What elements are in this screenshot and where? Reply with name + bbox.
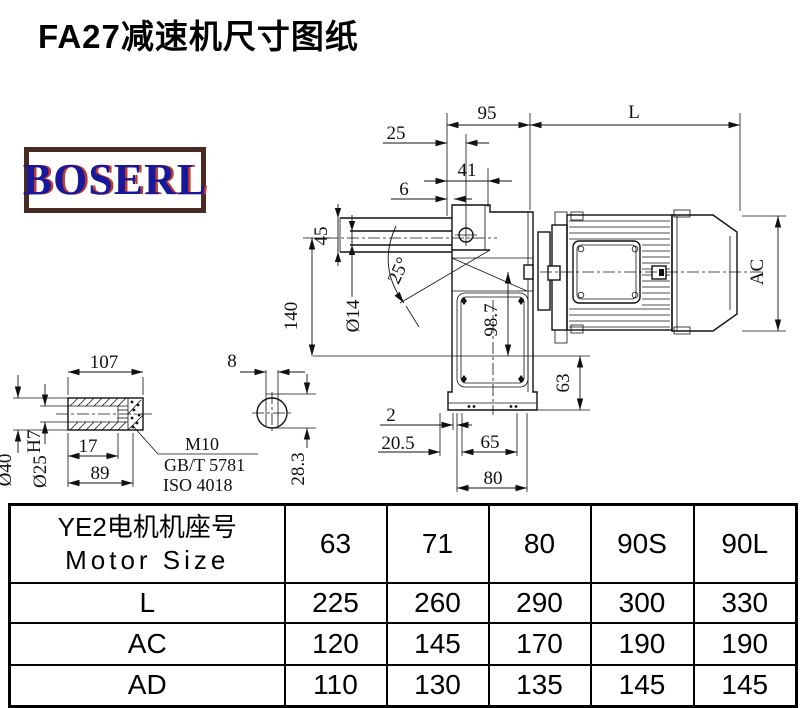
- dim-h7-tolerance: H7: [24, 430, 45, 453]
- boserl-logo: BOSERL: [22, 147, 208, 213]
- dim-28-3: 28.3: [288, 452, 309, 485]
- cell-L-90l: 330: [692, 581, 798, 624]
- dim-140: 140: [281, 302, 302, 331]
- dim-95: 95: [478, 103, 497, 124]
- bore-keyway-detail: 8 28.3: [227, 351, 316, 486]
- header-size-63: 63: [283, 503, 388, 584]
- cell-AD-63: 110: [283, 663, 388, 708]
- dim-dia14: Ø14: [343, 299, 364, 332]
- torque-arm-pin: [326, 217, 497, 253]
- dim-dia25h7: Ø25 H7: [24, 430, 51, 488]
- note-iso-4018: ISO 4018: [163, 475, 233, 495]
- note-gbt-5781: GB/T 5781: [164, 455, 245, 475]
- motor-fan-cowl: [671, 209, 738, 335]
- cell-AC-90s: 190: [589, 621, 695, 666]
- cell-AC-90l: 190: [692, 621, 798, 666]
- dim-45: 45: [311, 227, 332, 246]
- header-size-80: 80: [487, 503, 592, 584]
- dim-41: 41: [458, 160, 477, 181]
- dim-17: 17: [79, 436, 98, 457]
- cell-AC-63: 120: [283, 621, 388, 666]
- dim-98-7: 98.7: [481, 303, 502, 336]
- dim-65: 65: [481, 432, 500, 453]
- note-m10: M10: [185, 434, 219, 454]
- dim-dia40: Ø40: [0, 454, 16, 487]
- dim-L: L: [628, 102, 640, 123]
- dimension-drawing: 95 L 25 41 6 45 Ø14 140: [0, 102, 786, 495]
- main-view-dimensions: 95 L 25 41 6 45 Ø14 140: [281, 102, 786, 492]
- table-row-AC: AC 120 145 170 190 190: [8, 621, 798, 666]
- row-label-AD: AD: [8, 663, 286, 708]
- table-row-L: L 225 260 290 300 330: [8, 581, 798, 624]
- cell-AC-80: 170: [487, 621, 592, 666]
- header-motor-size-cn: YE2电机机座号: [57, 512, 237, 543]
- row-label-L: L: [8, 581, 286, 624]
- dim-25: 25: [387, 123, 406, 144]
- header-size-71: 71: [385, 503, 490, 584]
- dim-20-5: 20.5: [381, 433, 414, 454]
- dim-dia25: Ø25: [30, 455, 51, 488]
- dim-6: 6: [399, 179, 409, 200]
- dim-2: 2: [386, 405, 396, 426]
- cell-AD-90s: 145: [589, 663, 695, 708]
- cell-AD-71: 130: [385, 663, 490, 708]
- cell-L-90s: 300: [589, 581, 695, 624]
- dim-8: 8: [227, 351, 237, 372]
- motor-cooling-fins: [569, 220, 670, 328]
- table-row-AD: AD 110 130 135 145 145: [8, 663, 798, 708]
- cell-AD-80: 135: [487, 663, 592, 708]
- header-size-90l: 90L: [692, 503, 798, 584]
- dim-63: 63: [553, 374, 574, 393]
- gearbox-side-view: [447, 204, 538, 415]
- hollow-shaft-detail: 107 17 89 Ø40 Ø25 H7 M10 GB/T 5781: [0, 352, 258, 495]
- page-title: FA27减速机尺寸图纸: [38, 18, 359, 55]
- motor-size-table: YE2电机机座号 Motor Size 63 71 80 90S 90L L 2…: [8, 503, 798, 708]
- thread-section: [127, 399, 144, 431]
- dim-107: 107: [90, 352, 119, 373]
- dim-89: 89: [91, 463, 110, 484]
- header-size-90s: 90S: [589, 503, 695, 584]
- cell-AC-71: 145: [385, 621, 490, 666]
- cell-L-63: 225: [283, 581, 388, 624]
- row-label-AC: AC: [8, 621, 286, 666]
- header-motor-size-en: Motor Size: [65, 544, 230, 575]
- dim-80: 80: [484, 468, 503, 489]
- dim-AC: AC: [747, 259, 768, 285]
- header-motor-size: YE2电机机座号 Motor Size: [8, 503, 286, 584]
- cell-AD-90l: 145: [692, 663, 798, 708]
- motor-side-view: [537, 209, 762, 344]
- cell-L-71: 260: [385, 581, 490, 624]
- boserl-logo-text: BOSERL: [22, 155, 208, 204]
- cell-L-80: 290: [487, 581, 592, 624]
- table-header-row: YE2电机机座号 Motor Size 63 71 80 90S 90L: [8, 503, 798, 584]
- shaft-hatching: [69, 397, 127, 431]
